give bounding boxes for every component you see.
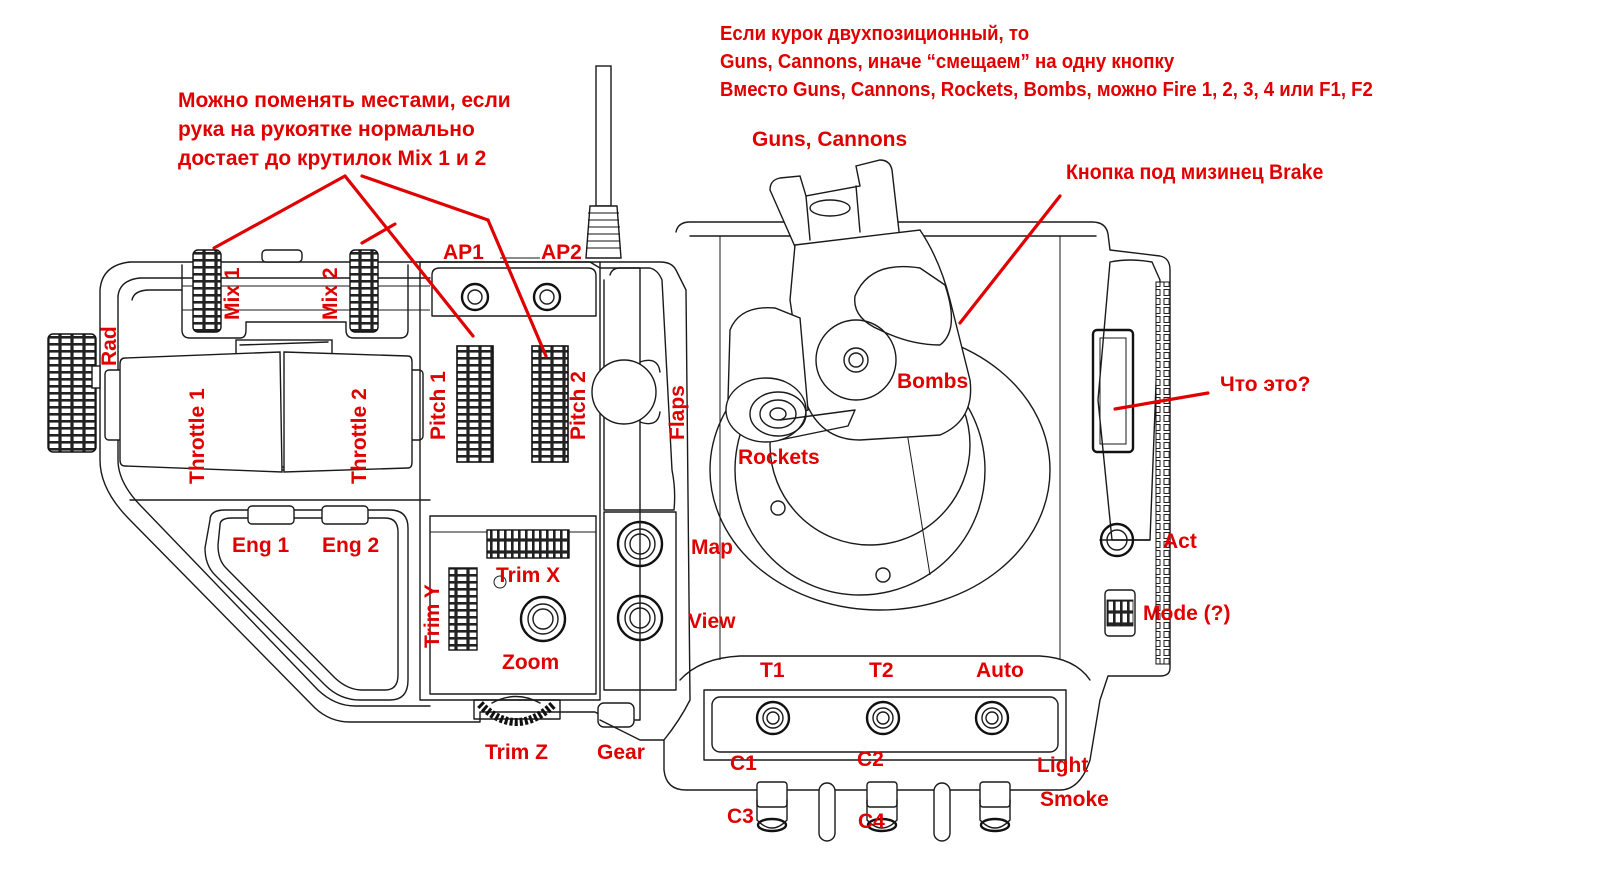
unknown-note: Что это?: [1220, 373, 1311, 396]
label-guns-cannons: Guns, Cannons: [752, 128, 908, 151]
pinky-note: Кнопка под мизинец Brake: [1066, 161, 1324, 184]
label-light: Light: [1037, 754, 1089, 777]
label-rad: Rad: [98, 326, 121, 366]
label-mix1: Mix 1: [221, 267, 244, 320]
label-zoom: Zoom: [502, 651, 560, 674]
leader-pitch1: [343, 174, 475, 338]
label-eng1: Eng 1: [232, 534, 290, 557]
trigger-note-line-1: Если курок двухпозиционный, то: [720, 23, 1030, 45]
mix-note: Можно поменять местами, если рука на рук…: [178, 86, 511, 173]
center-module: [419, 257, 635, 728]
leader-mix1: [212, 174, 347, 250]
side-rail: [585, 65, 691, 741]
stick-grip: [725, 159, 972, 443]
label-c4: C4: [858, 810, 885, 833]
label-act: Act: [1163, 530, 1197, 553]
label-ap1: AP1: [443, 241, 484, 264]
label-rockets: Rockets: [738, 446, 820, 469]
label-auto: Auto: [976, 659, 1024, 682]
throttle-base: [47, 249, 641, 723]
label-mix2: Mix 2: [319, 267, 342, 320]
label-bombs: Bombs: [897, 370, 969, 393]
label-c3: C3: [727, 805, 754, 828]
label-throttle2: Throttle 2: [348, 388, 371, 484]
label-trim-x: Trim X: [496, 564, 561, 587]
leader-pitch2-b: [486, 218, 548, 358]
label-trim-z: Trim Z: [485, 741, 549, 764]
label-t1: T1: [760, 659, 785, 682]
label-map: Map: [691, 536, 733, 559]
trigger-note: Если курок двухпозиционный, то Guns, Can…: [720, 20, 1373, 104]
mix-note-line-3: достает до крутилок Mix 1 и 2: [178, 147, 487, 170]
leader-mix2: [360, 222, 397, 245]
leader-brake: [958, 194, 1062, 325]
label-view: View: [688, 610, 736, 633]
label-gear: Gear: [597, 741, 645, 764]
leader-pitch2: [360, 174, 490, 222]
label-eng2: Eng 2: [322, 534, 380, 557]
label-flaps: Flaps: [666, 385, 689, 440]
label-ap2: AP2: [541, 241, 582, 264]
label-t2: T2: [869, 659, 894, 682]
label-c2: C2: [857, 748, 884, 771]
label-c1: C1: [730, 752, 757, 775]
label-smoke: Smoke: [1040, 788, 1109, 811]
mix-note-line-1: Можно поменять местами, если: [178, 89, 511, 112]
label-pitch2: Pitch 2: [567, 371, 590, 440]
leader-unknown: [1113, 391, 1210, 411]
label-pitch1: Pitch 1: [427, 371, 450, 440]
leader-lines: [212, 174, 1210, 411]
label-mode: Mode (?): [1143, 602, 1231, 625]
trigger-note-line-3: Вместо Guns, Cannons, Rockets, Bombs, мо…: [720, 79, 1373, 101]
label-trim-y: Trim Y: [421, 584, 444, 648]
mix-note-line-2: рука на рукоятке нормально: [178, 118, 475, 141]
label-throttle1: Throttle 1: [186, 388, 209, 484]
trigger-note-line-2: Guns, Cannons, иначе “смещаем” на одну к…: [720, 51, 1175, 73]
